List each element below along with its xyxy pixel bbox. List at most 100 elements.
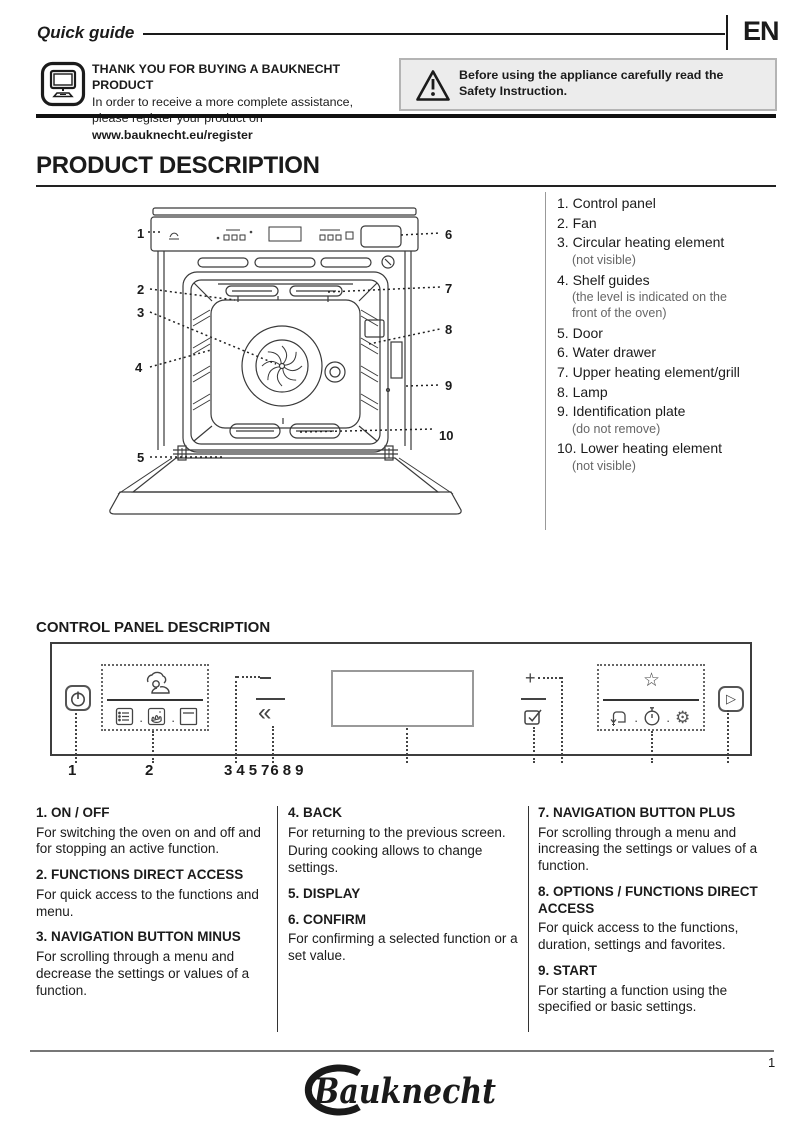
oven-cavity: [182, 271, 389, 453]
play-icon: ▷: [726, 691, 736, 706]
functions-group: · ·: [101, 664, 209, 731]
register-body: In order to receive a more complete assi…: [92, 94, 354, 126]
separator-dot: ·: [139, 713, 144, 728]
special-functions-icon[interactable]: [147, 707, 166, 726]
leader-line: [538, 677, 561, 679]
button-desc: For quick access to the functions, durat…: [538, 920, 739, 953]
control-panel-diagram: · · « + ☆: [50, 642, 752, 756]
button-desc: For switching the oven on and off and fo…: [36, 824, 261, 857]
menu-list-icon[interactable]: [115, 707, 134, 726]
panel-callout-1: 1: [68, 762, 77, 779]
oven-callout-10: 10: [439, 428, 454, 443]
nav-divider: [521, 698, 546, 700]
chef-icon: [146, 671, 170, 694]
plus-icon[interactable]: +: [525, 668, 536, 688]
leader-line: [237, 676, 260, 678]
leader-line: [75, 713, 77, 763]
register-computer-icon: [40, 61, 86, 107]
list-item: 3. Circular heating element: [557, 234, 725, 251]
column-divider: [528, 806, 529, 1032]
button-title: 6. CONFIRM: [288, 911, 367, 927]
bauknecht-logo: Bauknecht: [297, 1060, 512, 1118]
page-title: Quick guide: [37, 23, 135, 42]
control-panel-title: CONTROL PANEL DESCRIPTION: [36, 619, 271, 636]
leader-line: [406, 728, 408, 763]
oven-function-icon[interactable]: [179, 707, 198, 726]
button-title: 2. FUNCTIONS DIRECT ACCESS: [36, 867, 244, 883]
column-2: 4. BACK For returning to the previous sc…: [288, 805, 522, 967]
list-item: 6. Water drawer: [557, 344, 657, 361]
column-divider: [277, 806, 278, 1032]
water-drawer: [360, 225, 402, 248]
list-item: 1. Control panel: [557, 195, 656, 211]
group-divider: [107, 699, 203, 701]
power-button[interactable]: [65, 685, 91, 711]
column-3: 7. NAVIGATION BUTTON PLUS For scrolling …: [538, 805, 782, 1018]
warning-text: Before using the appliance carefully rea…: [459, 68, 724, 99]
oven-callout-2: 2: [137, 282, 145, 297]
leader-line: [272, 726, 274, 763]
settings-gear-icon[interactable]: ⚙: [675, 708, 691, 727]
identification-plate: [390, 341, 403, 379]
nav-divider: [256, 698, 285, 700]
leader-line: [152, 731, 154, 763]
register-heading: THANK YOU FOR BUYING A BAUKNECHT PRODUCT: [92, 62, 341, 93]
button-title: 8. OPTIONS / FUNCTIONS DIRECT ACCESS: [538, 883, 758, 916]
product-description-title: PRODUCT DESCRIPTION: [36, 152, 776, 187]
list-item: 4. Shelf guides: [557, 271, 650, 288]
safety-warning-box: Before using the appliance carefully rea…: [399, 58, 777, 111]
separator-dot: ·: [171, 713, 176, 728]
list-item: 5. Door: [557, 324, 603, 341]
back-icon[interactable]: «: [258, 699, 272, 726]
oven-diagram: [88, 196, 536, 536]
group-divider: [603, 699, 699, 701]
confirm-icon[interactable]: [523, 706, 545, 727]
list-item: 2. Fan: [557, 214, 597, 231]
register-url[interactable]: www.bauknecht.eu/register: [92, 127, 253, 142]
start-button[interactable]: ▷: [718, 686, 744, 712]
shelf-guides: [192, 309, 379, 411]
header-divider: [36, 114, 776, 118]
callout-leaders: [148, 231, 441, 458]
parts-list-rule: [545, 192, 546, 530]
button-title: 7. NAVIGATION BUTTON PLUS: [538, 805, 736, 820]
oven-cabinet: [150, 207, 419, 450]
warning-triangle-icon: [414, 68, 452, 104]
leader-line: [235, 676, 237, 763]
button-title: 5. DISPLAY: [288, 885, 361, 901]
leader-line: [651, 731, 653, 763]
list-item-note: (not visible): [572, 252, 636, 267]
leader-line: [561, 677, 563, 763]
footer-rule: [30, 1050, 774, 1052]
button-desc: For scrolling through a menu and decreas…: [36, 949, 250, 998]
list-item-note: (the level is indicated on the front of …: [572, 290, 727, 320]
options-group: ☆ · · ⚙: [597, 664, 705, 731]
list-item: 10. Lower heating element: [557, 440, 723, 457]
oven-callout-1: 1: [137, 226, 145, 241]
cook-again-icon[interactable]: [609, 707, 629, 727]
timer-icon[interactable]: [642, 706, 662, 727]
column-1: 1. ON / OFF For switching the oven on an…: [36, 805, 276, 1001]
oven-callout-3: 3: [137, 305, 145, 320]
separator-dot: ·: [634, 713, 639, 728]
oven-callout-9: 9: [445, 378, 453, 393]
oven-callout-5: 5: [137, 450, 145, 465]
button-desc: For starting a function using the specif…: [538, 982, 728, 1015]
parts-list: 1. Control panel 2. Fan 3. Circular heat…: [557, 194, 801, 477]
logo-text: Bauknecht: [313, 1071, 496, 1112]
page-number: 1: [768, 1055, 776, 1070]
lamp: [364, 319, 391, 393]
separator-dot: ·: [666, 713, 671, 728]
oven-vents: [197, 255, 395, 269]
leader-line: [533, 727, 535, 763]
language-code: EN: [743, 16, 780, 46]
list-item-note: (do not remove): [572, 421, 661, 436]
header-rule: [143, 33, 725, 35]
oven-callout-4: 4: [135, 360, 143, 375]
button-title: 3. NAVIGATION BUTTON MINUS: [36, 929, 241, 945]
leader-line: [727, 710, 729, 763]
fan: [241, 325, 346, 407]
minus-icon[interactable]: [260, 677, 271, 679]
oven-callout-6: 6: [445, 227, 453, 242]
